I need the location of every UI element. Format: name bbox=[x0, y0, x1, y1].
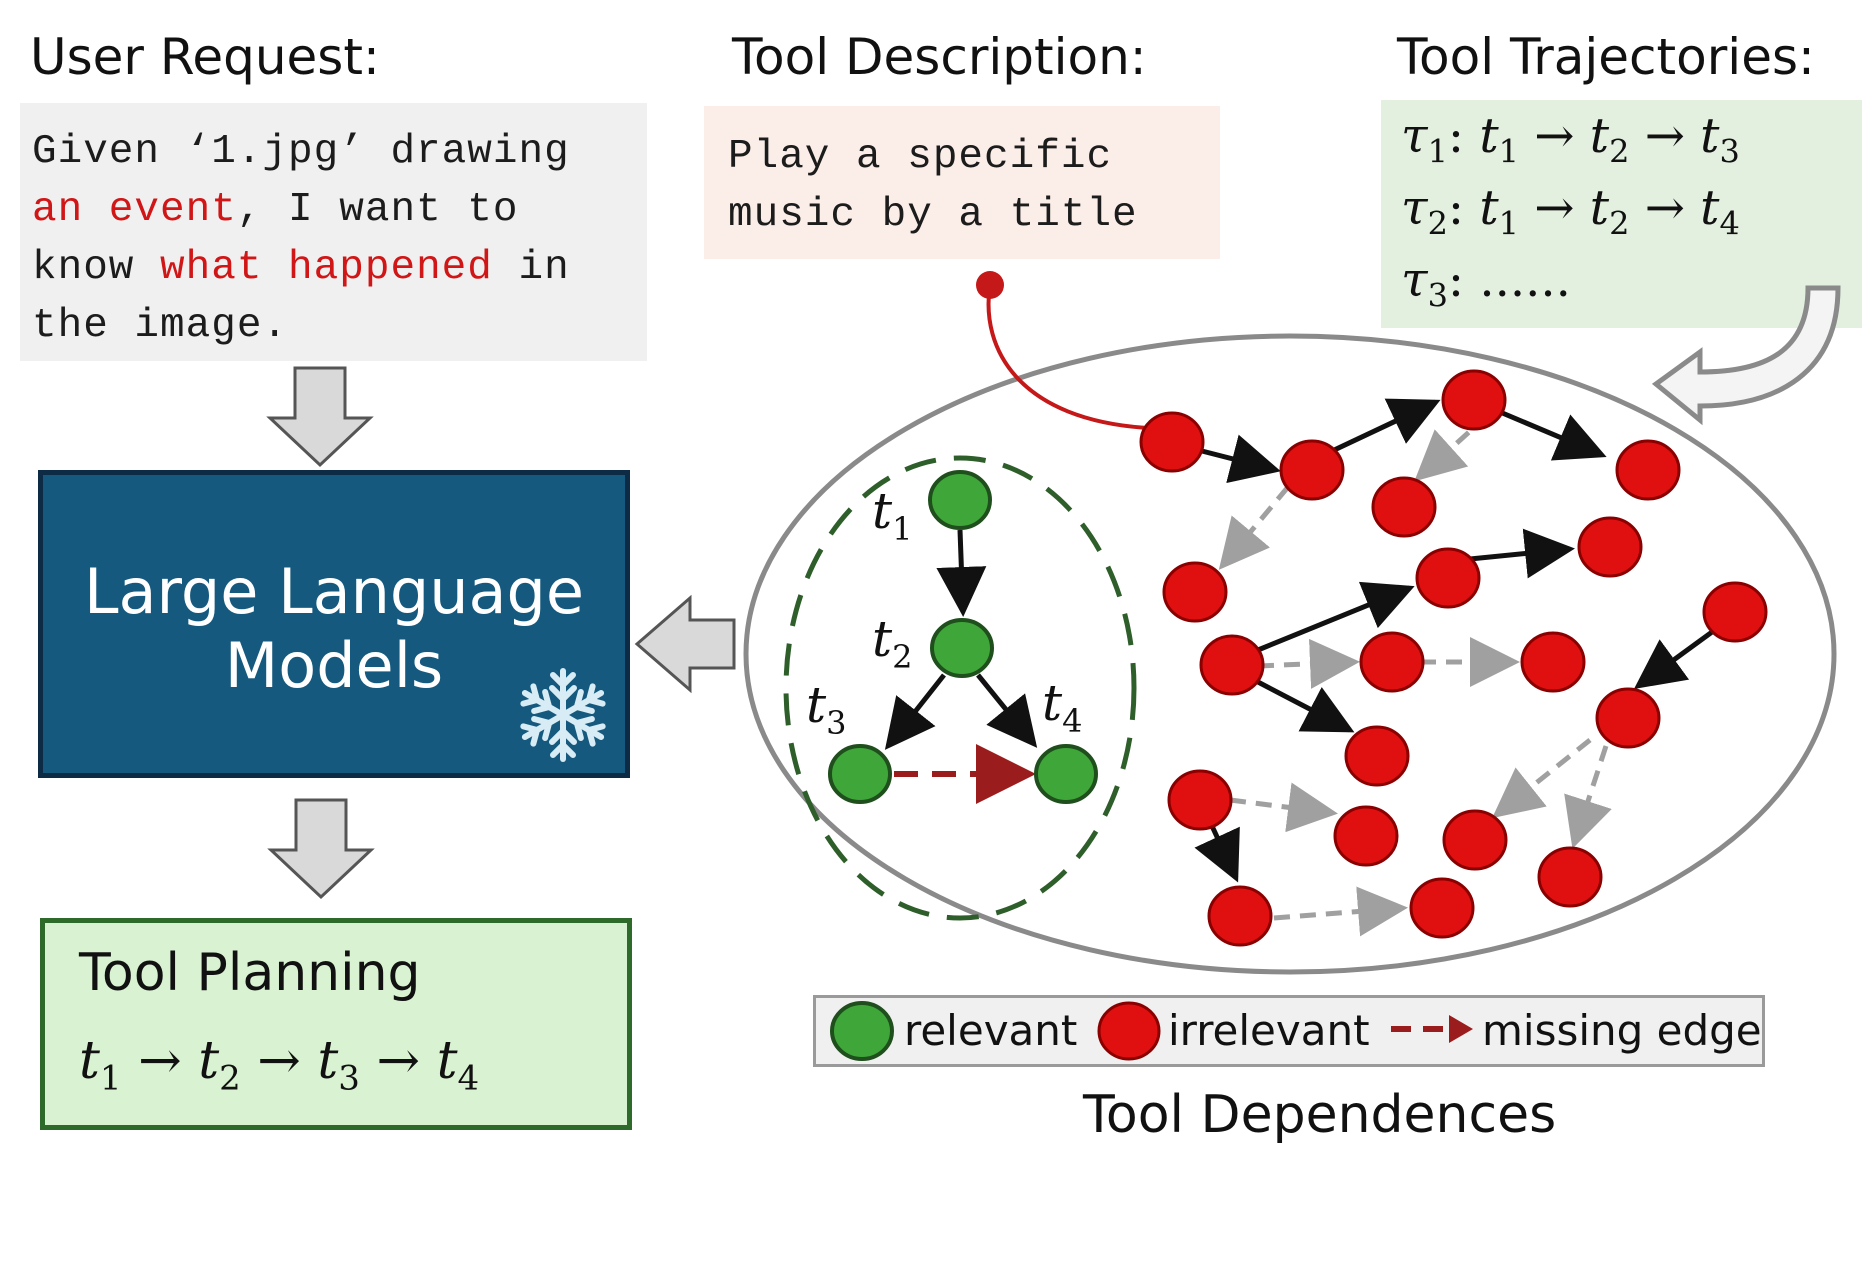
request-line-4: the image. bbox=[32, 303, 289, 349]
tool-graph-ellipse bbox=[743, 333, 1837, 975]
legend-irrelevant-label: irrelevant bbox=[1168, 1006, 1370, 1055]
curved-arrow-trajectories-to-graph bbox=[1651, 285, 1841, 426]
relevant-node-t1 bbox=[928, 470, 992, 530]
llm-title: Large Language Models bbox=[83, 555, 585, 702]
legend-irrelevant-swatch bbox=[1097, 1001, 1161, 1061]
relevant-node-t3 bbox=[828, 744, 892, 804]
legend-relevant-label: relevant bbox=[904, 1006, 1078, 1055]
request-highlight-event: an event bbox=[32, 187, 237, 233]
description-pin bbox=[976, 271, 1004, 299]
tool-description-title: Tool Description: bbox=[732, 28, 1147, 86]
user-request-box: Given ‘1.jpg’ drawing an event, I want t… bbox=[20, 103, 647, 361]
snowflake-icon bbox=[513, 668, 613, 765]
irrelevant-solid-edges bbox=[1194, 398, 1714, 883]
legend-missing-edge-label: missing edge bbox=[1482, 1006, 1762, 1055]
request-line-3-start: know bbox=[32, 245, 161, 291]
description-line-1: Play a specific bbox=[728, 134, 1113, 180]
request-line-1: Given ‘1.jpg’ drawing bbox=[32, 129, 570, 175]
relevant-edges bbox=[884, 529, 1038, 750]
tool-trajectories-title: Tool Trajectories: bbox=[1397, 28, 1815, 86]
trajectory-tau2: τ2: t1 → t2 → t4 bbox=[1401, 180, 1740, 243]
description-line-2: music by a title bbox=[728, 192, 1138, 238]
relevant-node-t4 bbox=[1034, 744, 1098, 804]
legend: relevant irrelevant missing edge bbox=[813, 995, 1765, 1067]
user-request-title: User Request: bbox=[30, 28, 380, 86]
down-arrow-request-to-llm bbox=[266, 366, 374, 468]
tool-planning-title: Tool Planning bbox=[79, 943, 421, 1003]
request-line-3: know what happened in bbox=[32, 239, 647, 297]
llm-box: Large Language Models bbox=[38, 470, 630, 778]
trajectory-tau3: τ3: ...... bbox=[1401, 252, 1571, 315]
tool-description-box: Play a specific music by a title bbox=[704, 106, 1220, 259]
left-arrow-graph-to-llm bbox=[634, 594, 736, 694]
label-t4: t4 bbox=[1042, 674, 1082, 740]
request-line-3-end: in bbox=[492, 245, 570, 291]
tool-planning-box: Tool Planning t1 → t2 → t3 → t4 bbox=[40, 918, 632, 1130]
relevant-nodes bbox=[828, 470, 1098, 804]
request-highlight-what-happened: what happened bbox=[160, 245, 493, 291]
request-line-2: an event, I want to bbox=[32, 181, 647, 239]
description-pin-connector bbox=[986, 284, 1149, 430]
tool-planning-sequence: t1 → t2 → t3 → t4 bbox=[79, 1031, 480, 1099]
relevant-subgraph-region bbox=[783, 455, 1137, 921]
label-t3: t3 bbox=[806, 676, 846, 742]
tool-trajectories-box: τ1: t1 → t2 → t3 τ2: t1 → t2 → t4 τ3: ..… bbox=[1381, 100, 1862, 328]
trajectory-tau1: τ1: t1 → t2 → t3 bbox=[1401, 108, 1740, 171]
legend-relevant-swatch bbox=[830, 1001, 894, 1061]
label-t2: t2 bbox=[872, 610, 912, 676]
down-arrow-llm-to-planning bbox=[267, 798, 375, 900]
request-line-2-rest: , I want to bbox=[236, 187, 519, 233]
graph-caption: Tool Dependences bbox=[1083, 1085, 1557, 1145]
relevant-node-t2 bbox=[930, 618, 994, 678]
label-t1: t1 bbox=[872, 482, 912, 548]
irrelevant-nodes bbox=[1139, 369, 1768, 947]
